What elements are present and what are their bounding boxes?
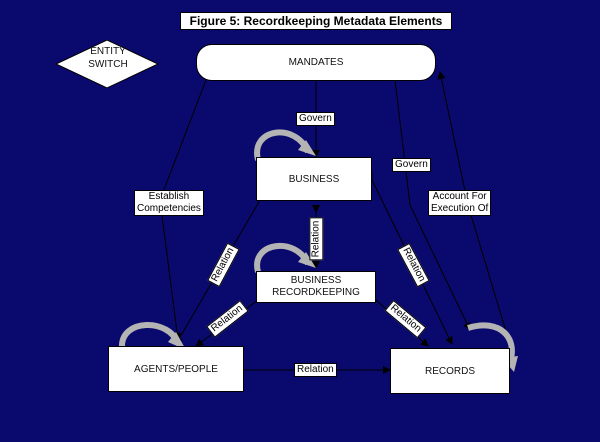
records-label: RECORDS (424, 365, 475, 377)
self-loop-agents (119, 322, 181, 349)
entity-switch-diamond (54, 39, 160, 89)
self-loop-business-head (298, 140, 316, 156)
business-recordkeeping-node: BUSINESS RECORDKEEPING (256, 271, 376, 303)
self-loop-brk (254, 242, 311, 273)
self-loop-records (467, 322, 515, 363)
label-govern-right: Govern (392, 158, 431, 172)
mandates-node: MANDATES (196, 44, 436, 81)
brk-label-line1: BUSINESS (290, 275, 342, 286)
label-account-execution: Account For Execution Of (428, 190, 492, 216)
business-node: BUSINESS (256, 157, 372, 201)
self-loop-business (254, 129, 311, 161)
label-relation-bottom: Relation (294, 363, 337, 377)
brk-label-line2: RECORDKEEPING (272, 287, 360, 298)
self-loop-agents-head (168, 332, 186, 350)
agents-node: AGENTS/PEOPLE (108, 346, 244, 392)
records-node: RECORDS (390, 348, 510, 394)
entity-switch-line2: SWITCH (88, 59, 128, 70)
establish-line2: Competencies (137, 203, 201, 214)
account-line2: Execution Of (431, 203, 489, 214)
agents-label: AGENTS/PEOPLE (134, 363, 218, 375)
establish-line1: Establish (148, 191, 190, 202)
business-label: BUSINESS (288, 173, 340, 185)
label-govern-top: Govern (296, 112, 335, 126)
self-loop-brk-head (298, 252, 316, 268)
mandates-label: MANDATES (288, 57, 344, 68)
entity-switch-label: ENTITY SWITCH (56, 45, 160, 71)
account-line1: Account For (432, 191, 487, 202)
label-establish-competencies: Establish Competencies (134, 190, 204, 216)
label-relation-center: Relation (309, 217, 324, 261)
entity-switch-line1: ENTITY (90, 46, 126, 57)
figure-title: Figure 5: Recordkeeping Metadata Element… (180, 12, 452, 30)
